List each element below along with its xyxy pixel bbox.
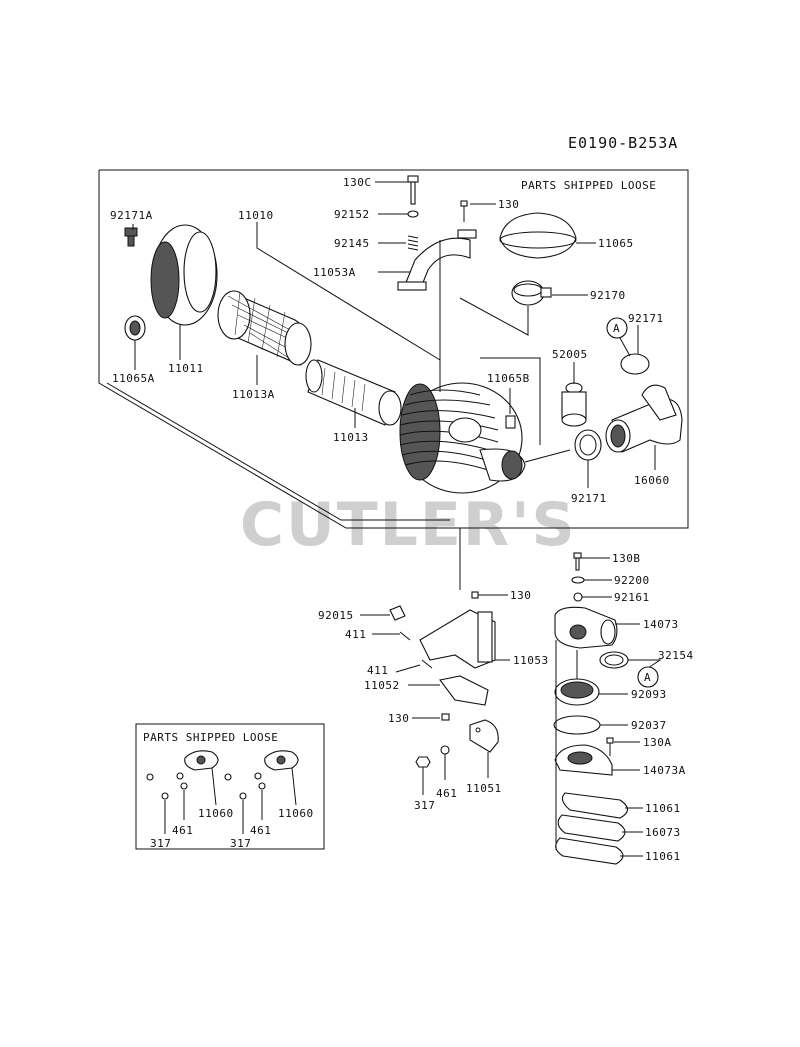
- label-11052: 11052: [364, 679, 400, 692]
- label-11051: 11051: [466, 782, 502, 795]
- housing-14073: [554, 606, 618, 649]
- nut-317: [415, 756, 431, 768]
- washer-92200: [571, 576, 585, 584]
- label-92145: 92145: [334, 237, 370, 250]
- label-130C: 130C: [343, 176, 372, 189]
- label-11053: 11053: [513, 654, 549, 667]
- clamp-92171-upper: [620, 353, 650, 375]
- gasket-11061-upper: [561, 792, 629, 819]
- gasket-11061-lower: [555, 837, 624, 865]
- clip-92015: [389, 605, 406, 621]
- label-14073A: 14073A: [643, 764, 686, 777]
- callout-A-upper: A: [613, 322, 620, 335]
- inset-label-461-left: 461: [172, 824, 193, 837]
- label-411-b: 411: [367, 664, 388, 677]
- spring-92145: [407, 235, 419, 251]
- label-130-top: 130: [498, 198, 519, 211]
- label-11010: 11010: [238, 209, 274, 222]
- washer-92152: [407, 210, 419, 218]
- label-11061-upper: 11061: [645, 802, 681, 815]
- inset-label-317-left: 317: [150, 837, 171, 850]
- label-92093: 92093: [631, 688, 667, 701]
- plate-16073: [557, 814, 626, 842]
- label-130-mid: 130: [510, 589, 531, 602]
- washer-461: [440, 745, 450, 755]
- label-92170: 92170: [590, 289, 626, 302]
- bolt-130C: [407, 175, 419, 205]
- inset-box-title: PARTS SHIPPED LOOSE: [143, 731, 278, 744]
- clamp-92170: [511, 280, 552, 306]
- label-11013A: 11013A: [232, 388, 275, 401]
- label-32154: 32154: [658, 649, 694, 662]
- main-box-title: PARTS SHIPPED LOOSE: [521, 179, 656, 192]
- cover-11011: [150, 224, 218, 326]
- inset-box: [135, 723, 325, 850]
- main-box-outline: [98, 169, 689, 529]
- inset-label-461-right: 461: [250, 824, 271, 837]
- label-11053A: 11053A: [313, 266, 356, 279]
- bolt-130-low: [441, 713, 450, 721]
- bracket-11053: [419, 609, 496, 669]
- label-92161: 92161: [614, 591, 650, 604]
- label-16073: 16073: [645, 826, 681, 839]
- label-92171-lower: 92171: [571, 492, 607, 505]
- cap-11065: [499, 212, 577, 259]
- inset-label-11060-right: 11060: [278, 807, 314, 820]
- clamp-92171-lower: [574, 429, 602, 461]
- label-92152: 92152: [334, 208, 370, 221]
- callout-A-lower: A: [644, 671, 651, 684]
- label-130B: 130B: [612, 552, 641, 565]
- label-130A: 130A: [643, 736, 672, 749]
- label-317: 317: [414, 799, 435, 812]
- label-11013: 11013: [333, 431, 369, 444]
- clip-92171A: [124, 227, 138, 247]
- element-11013A: [217, 290, 312, 366]
- label-14073: 14073: [643, 618, 679, 631]
- label-411-a: 411: [345, 628, 366, 641]
- inset-label-317-right: 317: [230, 837, 251, 850]
- label-11011: 11011: [168, 362, 204, 375]
- hose-32154: [599, 651, 629, 669]
- plate-11051: [469, 719, 499, 753]
- label-92200: 92200: [614, 574, 650, 587]
- elbow-14073A: [554, 744, 613, 776]
- main-box-inner-line: [106, 382, 450, 521]
- label-130-low: 130: [388, 712, 409, 725]
- label-92037: 92037: [631, 719, 667, 732]
- label-11065: 11065: [598, 237, 634, 250]
- valve-11065A: [124, 315, 146, 341]
- part-11065B: [505, 415, 516, 429]
- label-11065B: 11065B: [487, 372, 530, 385]
- bolt-130A: [606, 737, 614, 756]
- label-11065A: 11065A: [112, 372, 155, 385]
- inset-label-11060-left: 11060: [198, 807, 234, 820]
- element-11013: [305, 359, 402, 426]
- hose-16060: [605, 384, 683, 453]
- bracket-11052: [439, 675, 489, 706]
- band-11053A: [397, 229, 477, 291]
- label-11061-lower: 11061: [645, 850, 681, 863]
- diagram-code: E0190-B253A: [568, 134, 678, 152]
- bolt-130-mid: [471, 591, 479, 599]
- label-16060: 16060: [634, 474, 670, 487]
- label-92171A: 92171A: [110, 209, 153, 222]
- label-92015: 92015: [318, 609, 354, 622]
- label-92171-upper: 92171: [628, 312, 664, 325]
- gasket-92093: [554, 678, 600, 706]
- inset-flange-right: [264, 750, 299, 771]
- bolt-130-top: [460, 200, 468, 222]
- clamp-92037: [553, 715, 601, 735]
- ring-92161: [573, 592, 583, 602]
- indicator-52005: [561, 382, 587, 427]
- bolt-130B: [573, 552, 582, 571]
- inset-flange-left: [184, 750, 219, 771]
- air-cleaner-body: [399, 382, 526, 494]
- label-52005: 52005: [552, 348, 588, 361]
- watermark: CUTLER'S: [240, 490, 577, 560]
- label-461: 461: [436, 787, 457, 800]
